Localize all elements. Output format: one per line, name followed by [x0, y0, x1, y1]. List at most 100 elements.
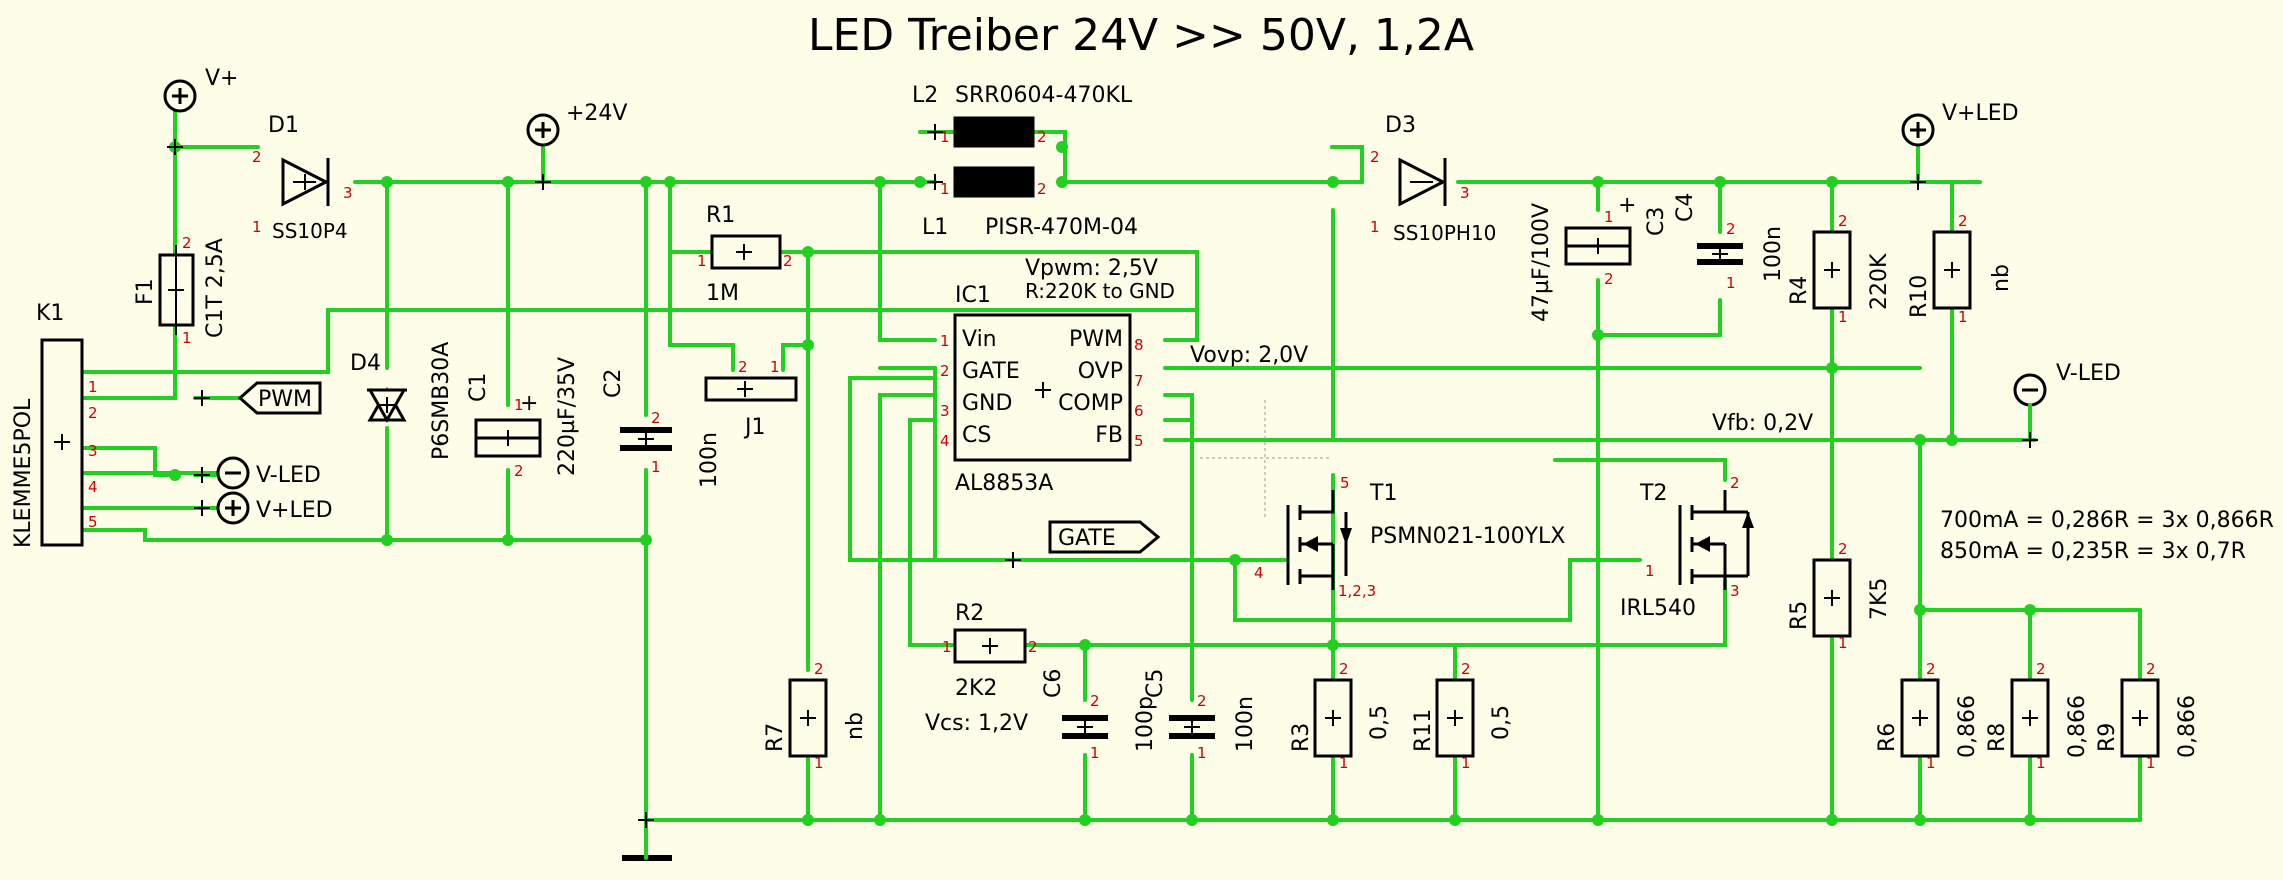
svg-text:1M: 1M [706, 281, 739, 306]
svg-text:COMP: COMP [1058, 391, 1123, 416]
svg-text:1: 1 [940, 332, 950, 350]
svg-text:2: 2 [1370, 148, 1380, 166]
svg-text:2K2: 2K2 [955, 676, 997, 701]
svg-text:1: 1 [814, 754, 824, 772]
vminus-led-connector: V-LED [216, 456, 321, 490]
capacitor-c2: C2 100n 2 1 [601, 369, 722, 488]
svg-text:1: 1 [940, 128, 950, 146]
svg-text:C6: C6 [1041, 669, 1066, 698]
svg-text:2: 2 [252, 148, 262, 166]
svg-text:R10: R10 [1907, 275, 1932, 318]
svg-text:1: 1 [252, 218, 262, 236]
svg-text:Vcs: 1,2V: Vcs: 1,2V [925, 711, 1028, 736]
diode-d3: D3 SS10PH10 2 1 3 [1370, 113, 1496, 245]
capacitor-c3: 47µF/100V C3 1 2 + [1529, 193, 1669, 322]
svg-text:2: 2 [940, 362, 950, 380]
svg-text:L1: L1 [922, 215, 948, 240]
connector-k1: K1 KLEMME5POL 1 2 3 4 5 [11, 301, 98, 548]
svg-text:GND: GND [962, 391, 1012, 416]
svg-text:1: 1 [1926, 754, 1936, 772]
svg-text:C1: C1 [466, 373, 491, 402]
svg-text:SS10P4: SS10P4 [272, 219, 348, 243]
svg-text:C5: C5 [1143, 669, 1168, 698]
svg-text:1: 1 [942, 638, 952, 656]
svg-text:1: 1 [1197, 744, 1207, 762]
svg-text:nb: nb [1989, 264, 2014, 292]
svg-text:2: 2 [1037, 180, 1047, 198]
svg-text:1: 1 [88, 378, 98, 396]
svg-text:KLEMME5POL: KLEMME5POL [11, 398, 36, 548]
svg-text:3: 3 [343, 184, 353, 202]
svg-text:R6: R6 [1875, 723, 1900, 752]
svg-text:T2: T2 [1639, 481, 1667, 506]
svg-text:SRR0604-470KL: SRR0604-470KL [955, 83, 1133, 108]
svg-text:V-LED: V-LED [256, 463, 321, 488]
svg-text:100p: 100p [1133, 696, 1158, 752]
svg-text:8: 8 [1134, 336, 1144, 354]
svg-text:220µF/35V: 220µF/35V [555, 357, 580, 476]
svg-text:Vovp: 2,0V: Vovp: 2,0V [1190, 343, 1308, 368]
svg-text:7: 7 [1134, 372, 1144, 390]
diode-d1: D1 SS10P4 2 1 3 [252, 113, 353, 243]
svg-text:0,866: 0,866 [1955, 695, 1980, 758]
svg-text:C1T 2,5A: C1T 2,5A [203, 238, 228, 338]
supply-vplus: V+ [163, 66, 238, 113]
svg-text:1: 1 [1838, 308, 1848, 326]
note-700ma: 700mA = 0,286R = 3x 0,866R [1940, 508, 2274, 533]
svg-text:2: 2 [1197, 692, 1207, 710]
svg-text:4: 4 [1254, 564, 1264, 582]
capacitor-c6: C6 100p 2 1 [1041, 669, 1158, 762]
part-origin-markers [54, 124, 2148, 828]
svg-text:V-LED: V-LED [2056, 361, 2121, 386]
resistor-r8: R8 0,866 2 1 [1985, 660, 2090, 772]
svg-text:OVP: OVP [1078, 359, 1123, 384]
svg-text:7K5: 7K5 [1867, 578, 1892, 620]
svg-text:FB: FB [1095, 423, 1123, 448]
svg-text:2: 2 [514, 462, 524, 480]
svg-text:1: 1 [1339, 754, 1349, 772]
pwm-tag: PWM [237, 381, 322, 415]
svg-text:5: 5 [1340, 474, 1350, 492]
svg-text:C3: C3 [1644, 207, 1669, 236]
svg-text:R9: R9 [2095, 723, 2120, 752]
svg-text:2: 2 [738, 358, 748, 376]
svg-text:1: 1 [182, 329, 192, 347]
svg-text:2: 2 [1037, 128, 1047, 146]
svg-text:3: 3 [1460, 184, 1470, 202]
svg-text:R8: R8 [1985, 723, 2010, 752]
svg-text:2: 2 [2146, 660, 2156, 678]
mosfet-t2: T2 IRL540 2 1 3 [1620, 474, 1754, 621]
tvs-diode-d4: D4 P6SMB30A [350, 342, 454, 460]
svg-text:1: 1 [1838, 634, 1848, 652]
svg-text:1: 1 [514, 396, 524, 414]
svg-text:1: 1 [651, 458, 661, 476]
svg-text:T1: T1 [1369, 481, 1397, 506]
svg-text:3: 3 [1730, 582, 1740, 600]
resistor-r9: R9 0,866 2 1 [2095, 660, 2200, 772]
svg-text:2: 2 [1926, 660, 1936, 678]
svg-text:PWM: PWM [1069, 327, 1123, 352]
svg-text:0,5: 0,5 [1489, 705, 1514, 740]
svg-text:nb: nb [843, 712, 868, 740]
svg-text:6: 6 [1134, 402, 1144, 420]
svg-text:K1: K1 [36, 301, 64, 326]
svg-text:100n: 100n [1233, 696, 1258, 752]
junctions [169, 141, 2036, 826]
svg-text:100n: 100n [697, 432, 722, 488]
svg-text:R7: R7 [763, 723, 788, 752]
resistor-r11: R11 0,5 2 1 [1411, 660, 1514, 772]
svg-text:D3: D3 [1385, 113, 1416, 138]
resistor-r6: R6 0,866 2 1 [1875, 660, 1980, 772]
svg-text:5: 5 [88, 513, 98, 531]
svg-text:IRL540: IRL540 [1620, 596, 1696, 621]
svg-text:+24V: +24V [566, 101, 627, 126]
svg-text:P6SMB30A: P6SMB30A [429, 342, 454, 460]
svg-text:L2: L2 [912, 83, 938, 108]
svg-text:Vpwm: 2,5V: Vpwm: 2,5V [1025, 256, 1158, 281]
svg-text:V+LED: V+LED [256, 498, 333, 523]
svg-text:2: 2 [1726, 220, 1736, 238]
resistor-r3: R3 0,5 2 1 [1289, 660, 1392, 772]
svg-text:2: 2 [1339, 660, 1349, 678]
